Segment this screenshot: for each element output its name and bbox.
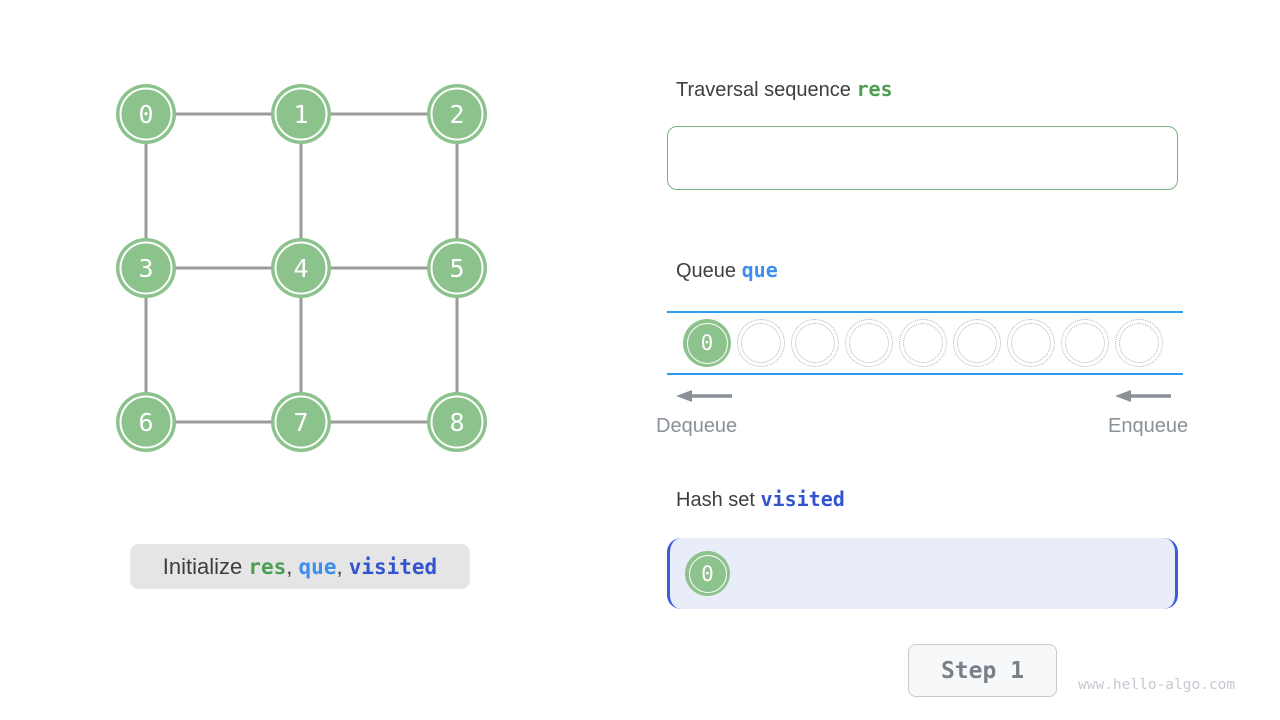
graph-node-label: 6 xyxy=(138,408,153,437)
graph-node: 7 xyxy=(271,392,331,452)
visited-panel-title: Hash set visited xyxy=(676,487,845,512)
visited-list: 0 xyxy=(667,538,1178,609)
graph-node: 4 xyxy=(271,238,331,298)
res-title-text: Traversal sequence xyxy=(676,79,857,101)
graph-canvas: 0 1 2 3 4 5 6 7 8 xyxy=(116,84,487,452)
graph-node: 1 xyxy=(271,84,331,144)
graph-node-label: 1 xyxy=(293,100,308,129)
caption-segment: res xyxy=(248,554,287,579)
queue-empty-slot xyxy=(899,319,947,367)
dequeue-arrow-icon xyxy=(676,390,732,402)
queue-empty-slot xyxy=(953,319,1001,367)
res-list xyxy=(667,126,1178,190)
graph-node-label: 5 xyxy=(449,254,464,283)
graph-node: 5 xyxy=(427,238,487,298)
graph-node-label: 8 xyxy=(449,408,464,437)
queue-list: 0 xyxy=(667,311,1183,375)
caption-segment: , xyxy=(336,553,349,579)
graph-node-label: 0 xyxy=(138,100,153,129)
queue-title-text: Queue xyxy=(676,260,742,282)
queue-empty-slot xyxy=(791,319,839,367)
visited-var-name: visited xyxy=(760,487,845,511)
graph-node-label: 4 xyxy=(293,254,308,283)
visited-title-text: Hash set xyxy=(676,489,761,511)
value-node: 0 xyxy=(683,319,731,367)
queue-empty-slot xyxy=(1061,319,1109,367)
watermark: www.hello-algo.com xyxy=(1078,677,1236,693)
caption-segment: Initialize xyxy=(162,553,249,579)
graph-node: 6 xyxy=(116,392,176,452)
graph-node: 0 xyxy=(116,84,176,144)
queue-empty-slot xyxy=(1007,319,1055,367)
queue-var-name: que xyxy=(741,258,778,282)
graph-node-label: 2 xyxy=(449,100,464,129)
caption-segment: , xyxy=(286,553,299,579)
queue-panel-title: Queue que xyxy=(676,258,778,283)
graph-node: 3 xyxy=(116,238,176,298)
caption-segment: que xyxy=(298,554,337,579)
enqueue-arrow-icon xyxy=(1115,390,1171,402)
value-node: 0 xyxy=(685,551,730,596)
step-button[interactable]: Step 1 xyxy=(908,644,1057,697)
status-caption: Initialize res, que, visited xyxy=(130,544,470,589)
queue-empty-slot xyxy=(845,319,893,367)
res-var-name: res xyxy=(856,77,893,101)
queue-empty-slot xyxy=(1115,319,1163,367)
graph-node: 2 xyxy=(427,84,487,144)
queue-empty-slot xyxy=(737,319,785,367)
dequeue-label: Dequeue xyxy=(656,415,738,437)
enqueue-label: Enqueue xyxy=(1108,415,1189,437)
res-panel-title: Traversal sequence res xyxy=(676,77,893,102)
graph-node-label: 3 xyxy=(138,254,153,283)
caption-segment: visited xyxy=(348,554,438,579)
graph-node: 8 xyxy=(427,392,487,452)
graph-node-label: 7 xyxy=(293,408,308,437)
